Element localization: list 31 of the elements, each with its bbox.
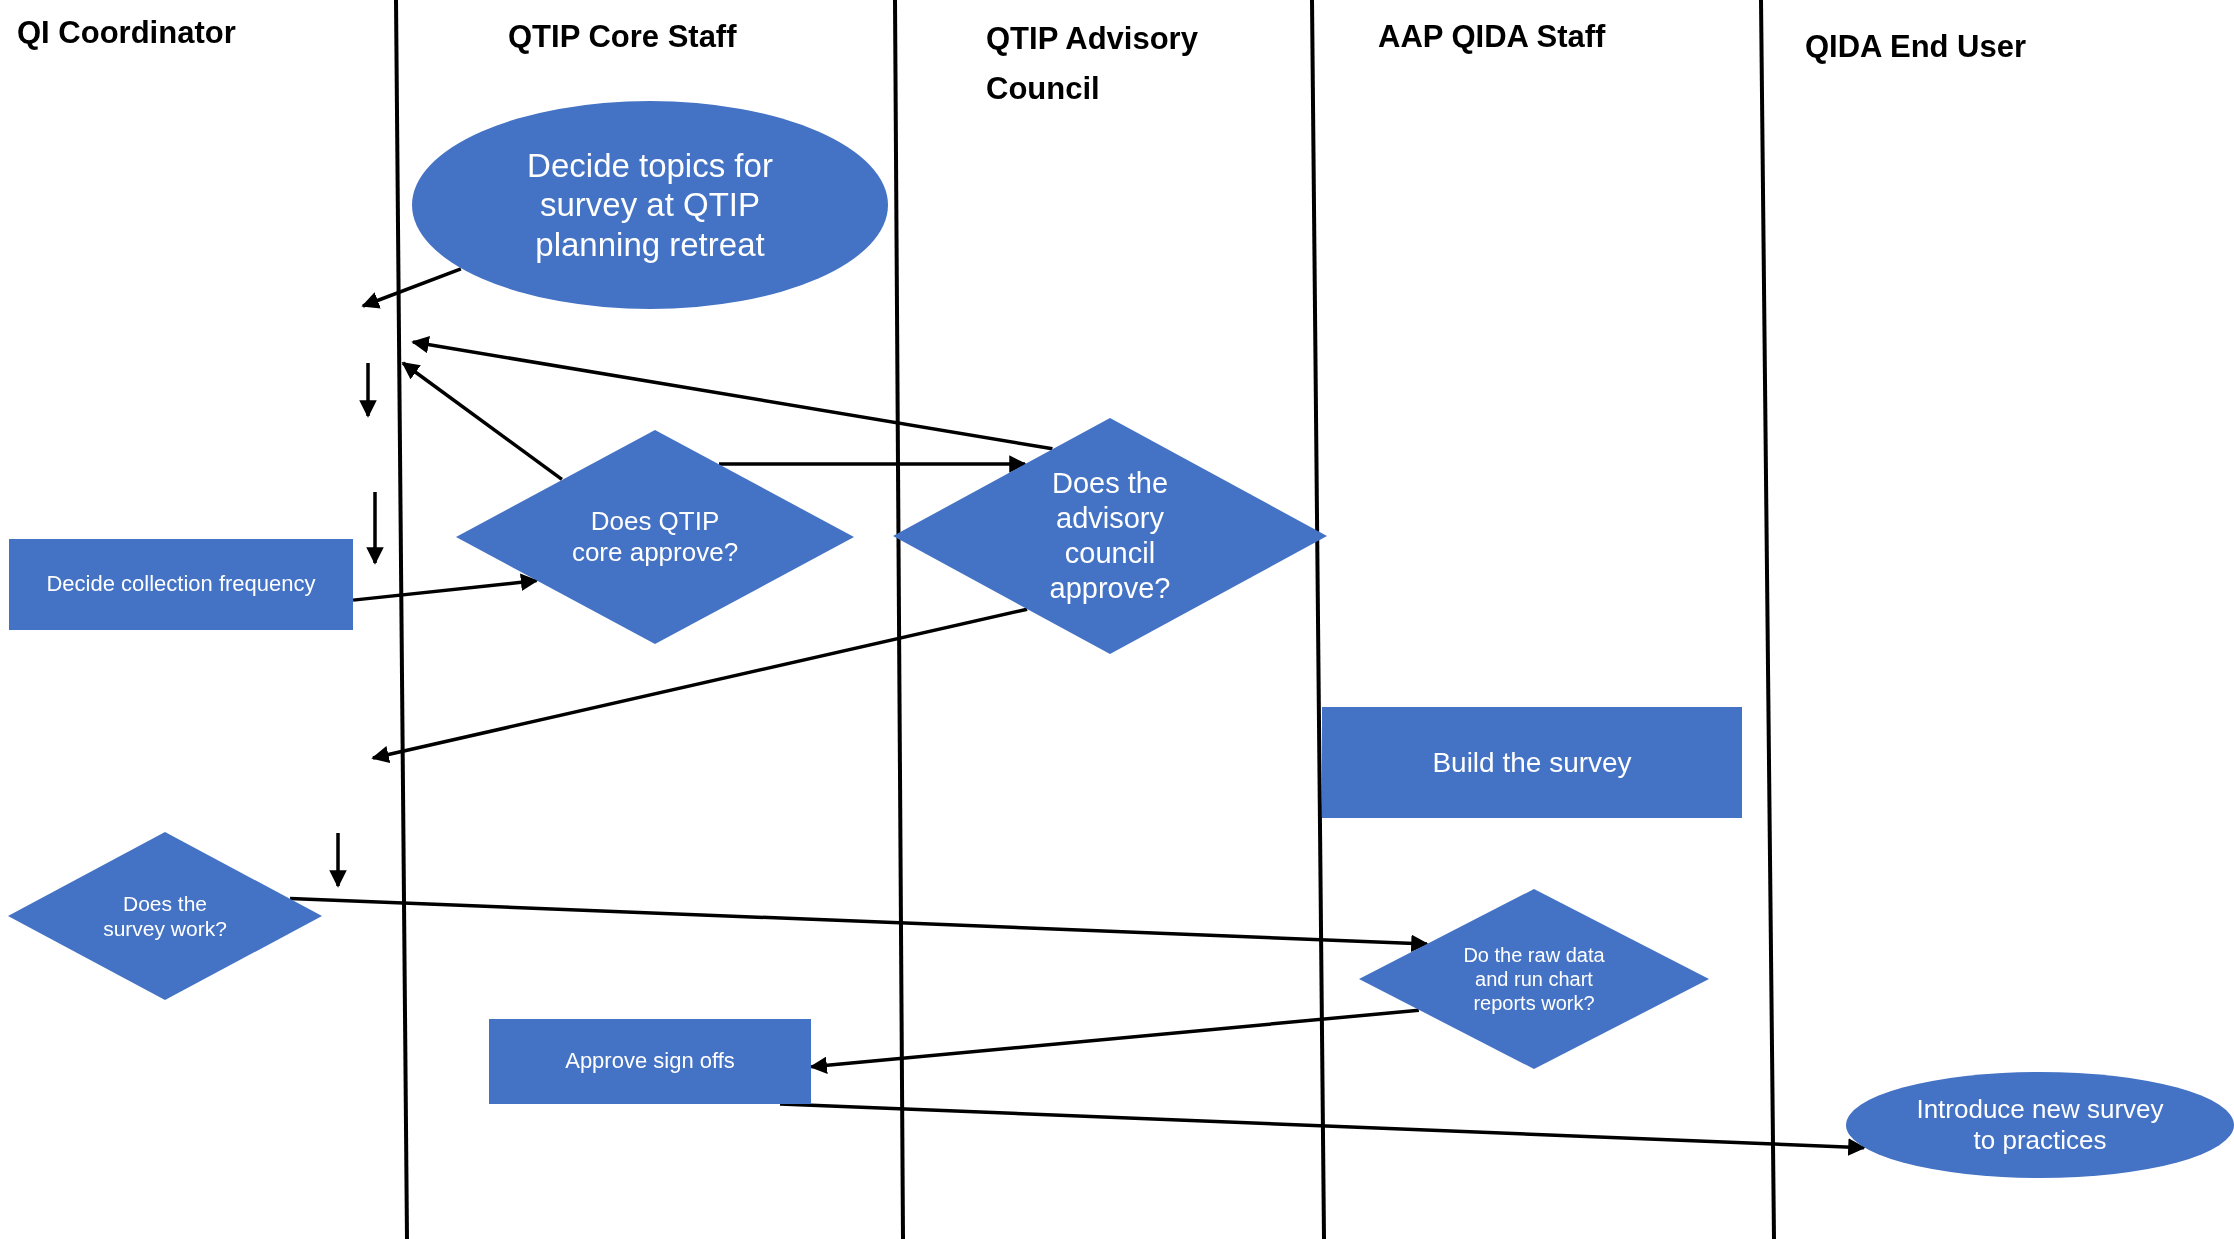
process-ellipse: [1846, 1072, 2234, 1178]
process-box: [1322, 707, 1742, 818]
step-label: Build the survey: [1431, 745, 1633, 780]
step-label: Decide collection frequency: [45, 571, 317, 598]
arrow: [401, 361, 563, 481]
arrow: [371, 607, 1028, 764]
step-label: Decide topics for survey at QTIP planning retreat: [526, 145, 774, 265]
step-label: Does QTIP core approve?: [570, 505, 740, 569]
process-ellipse: [412, 101, 888, 309]
step-label: Introduce new survey to practices: [1915, 1093, 2165, 1157]
process-box: [489, 1019, 811, 1104]
lane-header: QIDA End User: [1805, 28, 2027, 66]
lane-header: QI Coordinator: [17, 14, 236, 52]
step-label: Do the raw data and run chart reports work?: [1462, 943, 1606, 1015]
arrow: [361, 267, 462, 309]
process-box: [9, 539, 353, 630]
step-label: Approve sign offs: [564, 1048, 736, 1075]
arrow: [352, 573, 539, 602]
decision-diamond: [1359, 889, 1709, 1069]
step-label: Does the survey work?: [102, 890, 228, 942]
lane-header: AAP QIDA Staff: [1378, 18, 1606, 56]
decision-diamond: [893, 418, 1327, 654]
step-label: Does the advisory council approve?: [1048, 466, 1172, 606]
lane-header: QTIP Core Staff: [508, 18, 737, 56]
arrow: [779, 1102, 1866, 1156]
decision-diamond: [8, 832, 322, 1000]
arrow: [719, 455, 1027, 473]
lane-header: QTIP Advisory Council: [986, 20, 1199, 108]
arrow: [411, 335, 1053, 451]
arrow: [290, 896, 1429, 953]
decision-diamond: [456, 430, 854, 644]
